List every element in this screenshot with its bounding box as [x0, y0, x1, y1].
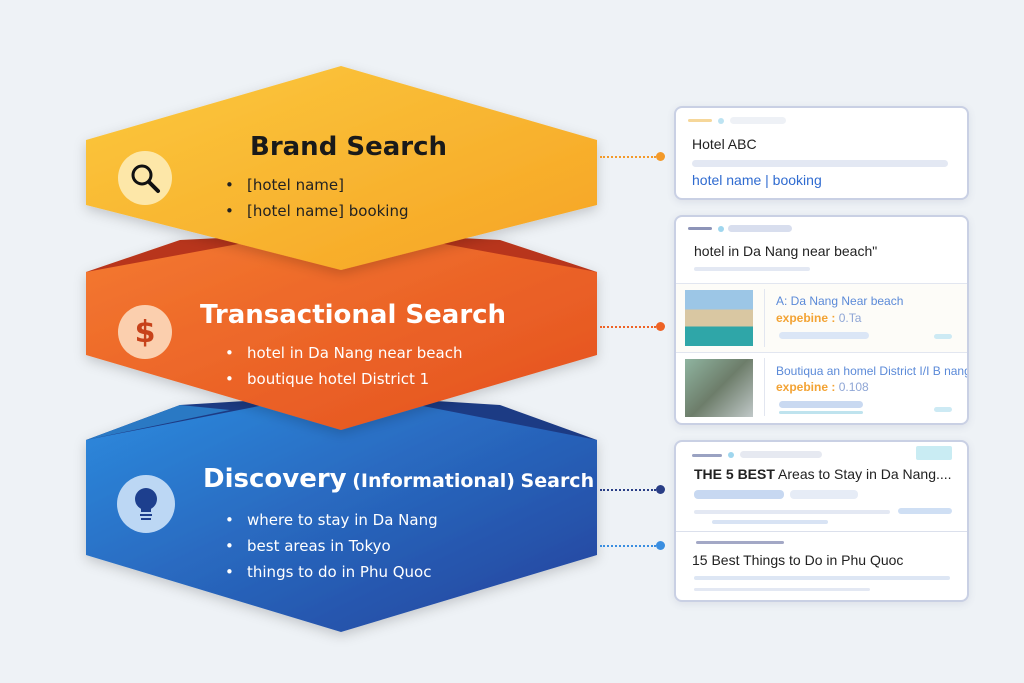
result-title[interactable]: Hotel ABC — [692, 136, 757, 152]
title-bold: THE 5 BEST — [694, 466, 775, 482]
list-item: [hotel name] — [225, 172, 409, 198]
list-item: [hotel name] booking — [225, 198, 409, 224]
list-item: things to do in Phu Quoc — [225, 559, 438, 585]
transactional-serp-card: hotel in Da Nang near beach" A: Da Nang … — [674, 215, 969, 425]
discovery-serp-card: THE 5 BEST Areas to Stay in Da Nang.... … — [674, 440, 969, 602]
transactional-search-title: Transactional Search — [200, 300, 507, 330]
result-title[interactable]: 15 Best Things to Do in Phu Quoc — [692, 552, 904, 568]
transactional-connector — [600, 326, 656, 328]
lightbulb-icon — [117, 475, 175, 533]
result-link[interactable]: hotel name | booking — [692, 172, 822, 188]
hotel-result-row[interactable]: A: Da Nang Near beach expebine : 0.Ta — [676, 283, 967, 352]
list-item: boutique hotel District 1 — [225, 366, 462, 392]
brand-connector — [600, 156, 656, 158]
title-paren: (Informational) — [352, 470, 515, 492]
discovery-search-title: Discovery (Informational) Search — [203, 464, 594, 494]
connector-dot — [656, 322, 665, 331]
list-item: where to stay in Da Nang — [225, 507, 438, 533]
search-icon — [118, 151, 172, 205]
result-source: expebine : — [776, 380, 836, 394]
title-main: Discovery — [203, 464, 347, 494]
result-title[interactable]: A: Da Nang Near beach — [776, 294, 904, 308]
result-source: expebine : — [776, 311, 836, 325]
connector-dot — [656, 541, 665, 550]
connector-dot — [656, 152, 665, 161]
dollar-icon: $ — [118, 305, 172, 359]
discovery-connector-1 — [600, 489, 656, 491]
list-item: best areas in Tokyo — [225, 533, 438, 559]
discovery-connector-2 — [600, 545, 656, 547]
result-value: 0.Ta — [838, 311, 862, 325]
result-value: 0.108 — [838, 380, 869, 394]
brand-tier-shape — [86, 66, 597, 270]
discovery-search-examples: where to stay in Da Nang best areas in T… — [225, 507, 438, 585]
title-rest: Areas to Stay in Da Nang.... — [778, 466, 952, 482]
transactional-search-examples: hotel in Da Nang near beach boutique hot… — [225, 340, 462, 392]
hotel-photo — [685, 359, 753, 417]
brand-search-examples: [hotel name] [hotel name] booking — [225, 172, 409, 224]
search-query: hotel in Da Nang near beach" — [694, 243, 878, 259]
brand-serp-card: Hotel ABC hotel name | booking — [674, 106, 969, 200]
brand-search-title: Brand Search — [250, 132, 448, 162]
hotel-result-row[interactable]: Boutiqua an homel District I/I B nang ex… — [676, 352, 969, 423]
result-title[interactable]: Boutiqua an homel District I/I B nang — [776, 364, 969, 378]
list-item: hotel in Da Nang near beach — [225, 340, 462, 366]
title-end: Search — [520, 470, 595, 492]
connector-dot — [656, 485, 665, 494]
result-title[interactable]: THE 5 BEST Areas to Stay in Da Nang.... — [694, 466, 952, 482]
hotel-photo — [685, 290, 753, 346]
